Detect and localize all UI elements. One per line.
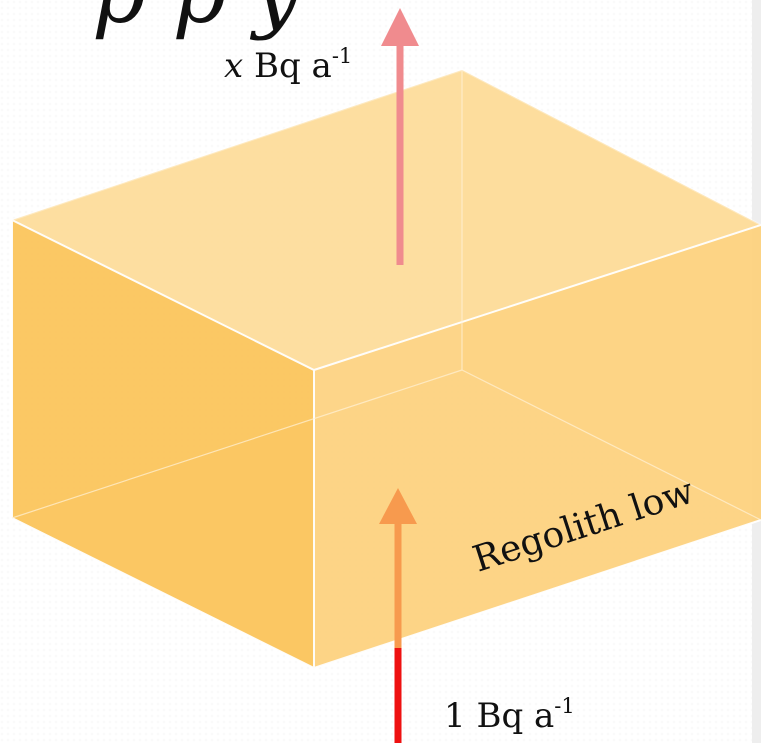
box-back-bottom-edge-right [461,369,761,521]
bottom-flux-label: 1 Bq a-1 [444,694,575,736]
top-flux-label: x Bq a-1 [224,44,352,86]
box-back-bottom-edge-left [11,369,463,519]
arrow-inside-box [379,488,417,648]
box-top-face [12,70,761,370]
regolith-box [11,68,761,670]
title-fragment: p p y [92,0,302,42]
box-front-right-face [314,225,761,668]
box-bottom-front-edge [11,517,761,670]
arrow-top-outgoing [381,8,419,265]
box-front-left-face [12,220,314,668]
